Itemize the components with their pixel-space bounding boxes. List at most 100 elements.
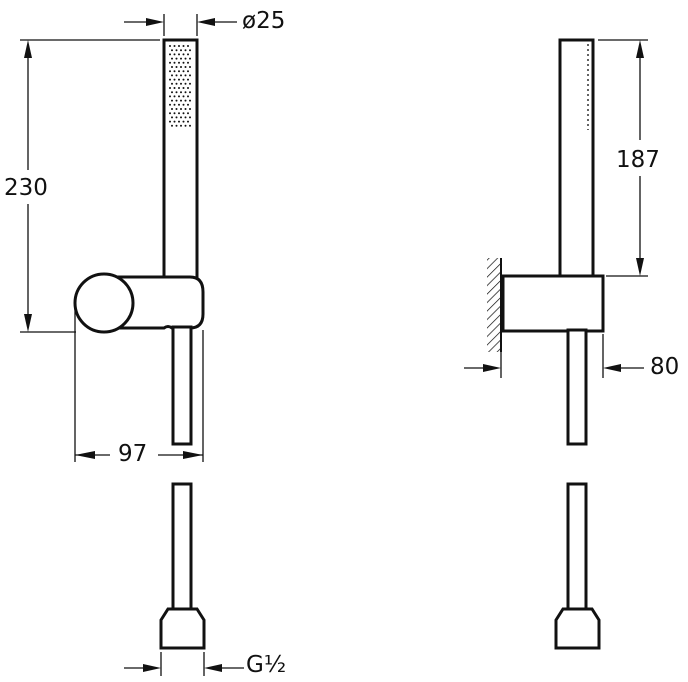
shower-holder bbox=[116, 275, 205, 330]
nozzle-dot bbox=[171, 124, 173, 127]
nozzle-dot bbox=[187, 103, 189, 106]
nozzle-dot bbox=[182, 120, 185, 123]
shower-hose-side-lower bbox=[566, 482, 588, 611]
nozzle-dot bbox=[189, 82, 191, 85]
nozzle-dot bbox=[173, 61, 176, 64]
nozzle-dot bbox=[169, 61, 171, 64]
nozzle-dot bbox=[182, 70, 185, 73]
nozzle-dot bbox=[175, 116, 178, 119]
shower-hose-side-upper bbox=[566, 328, 588, 446]
nozzle-dot bbox=[189, 99, 191, 102]
nozzle-dot bbox=[184, 57, 187, 60]
nozzle-dot bbox=[178, 45, 180, 47]
nozzle-dot bbox=[180, 91, 182, 94]
nozzle-dot bbox=[171, 91, 173, 94]
nozzle-dot bbox=[182, 53, 185, 56]
nozzle-dot bbox=[180, 66, 182, 68]
nozzle-dot bbox=[184, 99, 187, 102]
nozzle-dot bbox=[180, 108, 182, 110]
nozzle-dot bbox=[169, 120, 171, 123]
shower-hose-lower bbox=[171, 482, 193, 611]
nozzle-dot bbox=[173, 70, 176, 73]
nozzle-dot bbox=[187, 120, 189, 123]
nozzle-dot bbox=[169, 53, 171, 56]
nozzle-dot bbox=[178, 120, 180, 123]
nozzle-dot bbox=[184, 49, 187, 52]
nozzle-dot bbox=[169, 70, 171, 73]
nozzle-dot bbox=[175, 49, 178, 52]
nozzle-dot bbox=[173, 103, 176, 106]
nozzle-dot bbox=[180, 74, 182, 77]
nozzle-dot bbox=[189, 74, 191, 77]
nozzle-dot bbox=[184, 116, 187, 119]
nozzle-dot bbox=[173, 53, 176, 56]
nozzle-dot bbox=[171, 57, 173, 60]
nozzle-dot bbox=[187, 53, 189, 56]
total-height-label: 230 bbox=[4, 175, 48, 201]
nozzle-dot bbox=[184, 124, 187, 127]
nozzle-dot bbox=[187, 45, 189, 47]
nozzle-dot bbox=[184, 108, 187, 110]
side-view: 187 80 bbox=[464, 38, 679, 650]
nozzle-dot bbox=[173, 45, 176, 47]
nozzle-dot bbox=[189, 108, 191, 110]
nozzle-dot bbox=[178, 112, 180, 115]
nozzle-dot bbox=[173, 95, 176, 98]
nozzle-dot bbox=[171, 74, 173, 77]
nozzle-dot bbox=[187, 87, 189, 89]
nozzle-dot bbox=[173, 120, 176, 123]
nozzle-dot bbox=[182, 45, 185, 47]
nozzle-dot bbox=[175, 82, 178, 85]
nozzle-dot bbox=[187, 61, 189, 64]
nozzle-dot bbox=[175, 74, 178, 77]
nozzle-dot bbox=[171, 49, 173, 52]
nozzle-dot bbox=[169, 103, 171, 106]
nozzle-dot bbox=[180, 49, 182, 52]
nozzle-dot bbox=[187, 70, 189, 73]
nozzle-dot bbox=[171, 66, 173, 68]
front-view: ø25 230 97 G½ bbox=[4, 8, 286, 678]
wall-distance-label: 80 bbox=[650, 354, 679, 380]
nozzle-dot bbox=[189, 124, 191, 127]
nozzle-dot bbox=[187, 95, 189, 98]
hatched-wall-icon bbox=[487, 258, 501, 352]
nozzle-dot bbox=[180, 57, 182, 60]
nozzle-dot bbox=[175, 57, 178, 60]
nozzle-dot bbox=[178, 61, 180, 64]
nozzle-dot bbox=[178, 87, 180, 89]
spray-nozzles bbox=[169, 45, 191, 127]
nozzle-dot bbox=[178, 78, 180, 81]
nozzle-dot bbox=[178, 95, 180, 98]
nozzle-dot bbox=[182, 78, 185, 81]
nozzle-dot bbox=[169, 78, 171, 81]
nozzle-dot bbox=[178, 70, 180, 73]
nozzle-dot bbox=[169, 112, 171, 115]
nozzle-dot bbox=[171, 116, 173, 119]
nozzle-dot bbox=[173, 87, 176, 89]
nozzle-dot bbox=[182, 112, 185, 115]
nozzle-dot bbox=[180, 99, 182, 102]
shower-holder-side bbox=[501, 274, 605, 333]
nozzle-dot bbox=[175, 91, 178, 94]
nozzle-dot bbox=[189, 91, 191, 94]
nozzle-dot bbox=[175, 66, 178, 68]
holder-knob bbox=[73, 272, 135, 334]
thread-label: G½ bbox=[246, 652, 286, 678]
nozzle-dot bbox=[180, 82, 182, 85]
nozzle-dot bbox=[173, 78, 176, 81]
nozzle-dot bbox=[187, 78, 189, 81]
nozzle-dot bbox=[184, 82, 187, 85]
nozzle-dot bbox=[180, 116, 182, 119]
nozzle-dot bbox=[171, 82, 173, 85]
nozzle-dot bbox=[182, 103, 185, 106]
nozzle-dot bbox=[182, 61, 185, 64]
nozzle-dot bbox=[171, 108, 173, 110]
nozzle-dot bbox=[171, 99, 173, 102]
nozzle-dot bbox=[169, 45, 171, 47]
nozzle-dot bbox=[175, 124, 178, 127]
nozzle-dot bbox=[182, 87, 185, 89]
nozzle-dot bbox=[169, 87, 171, 89]
nozzle-dot bbox=[189, 57, 191, 60]
hose-nut bbox=[159, 607, 206, 650]
